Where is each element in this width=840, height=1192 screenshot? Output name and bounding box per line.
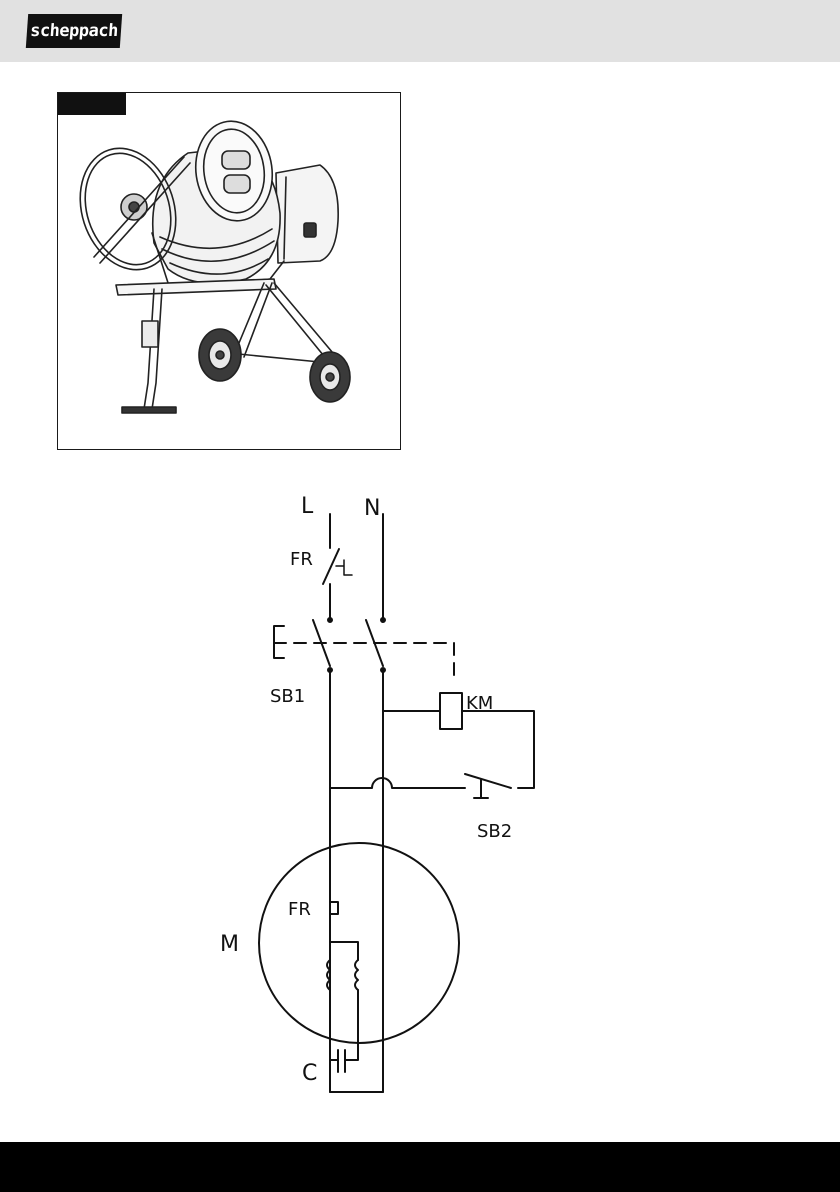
page-header: scheppach	[0, 0, 840, 62]
label-C: C	[302, 1061, 317, 1086]
label-L: L	[301, 494, 314, 519]
label-FR-top: FR	[290, 549, 313, 570]
label-SB2: SB2	[477, 821, 512, 842]
brand-logo: scheppach	[26, 14, 122, 48]
page-footer	[0, 1142, 840, 1192]
label-SB1: SB1	[270, 686, 305, 707]
product-figure	[57, 92, 401, 450]
label-KM: KM	[466, 693, 493, 714]
wiring-schematic: L N FR SB1 KM SB2 FR M C	[0, 470, 840, 1110]
label-M: M	[220, 932, 239, 957]
label-FR-motor: FR	[288, 899, 311, 920]
concrete-mixer-illustration	[58, 93, 399, 448]
label-N: N	[364, 496, 380, 521]
